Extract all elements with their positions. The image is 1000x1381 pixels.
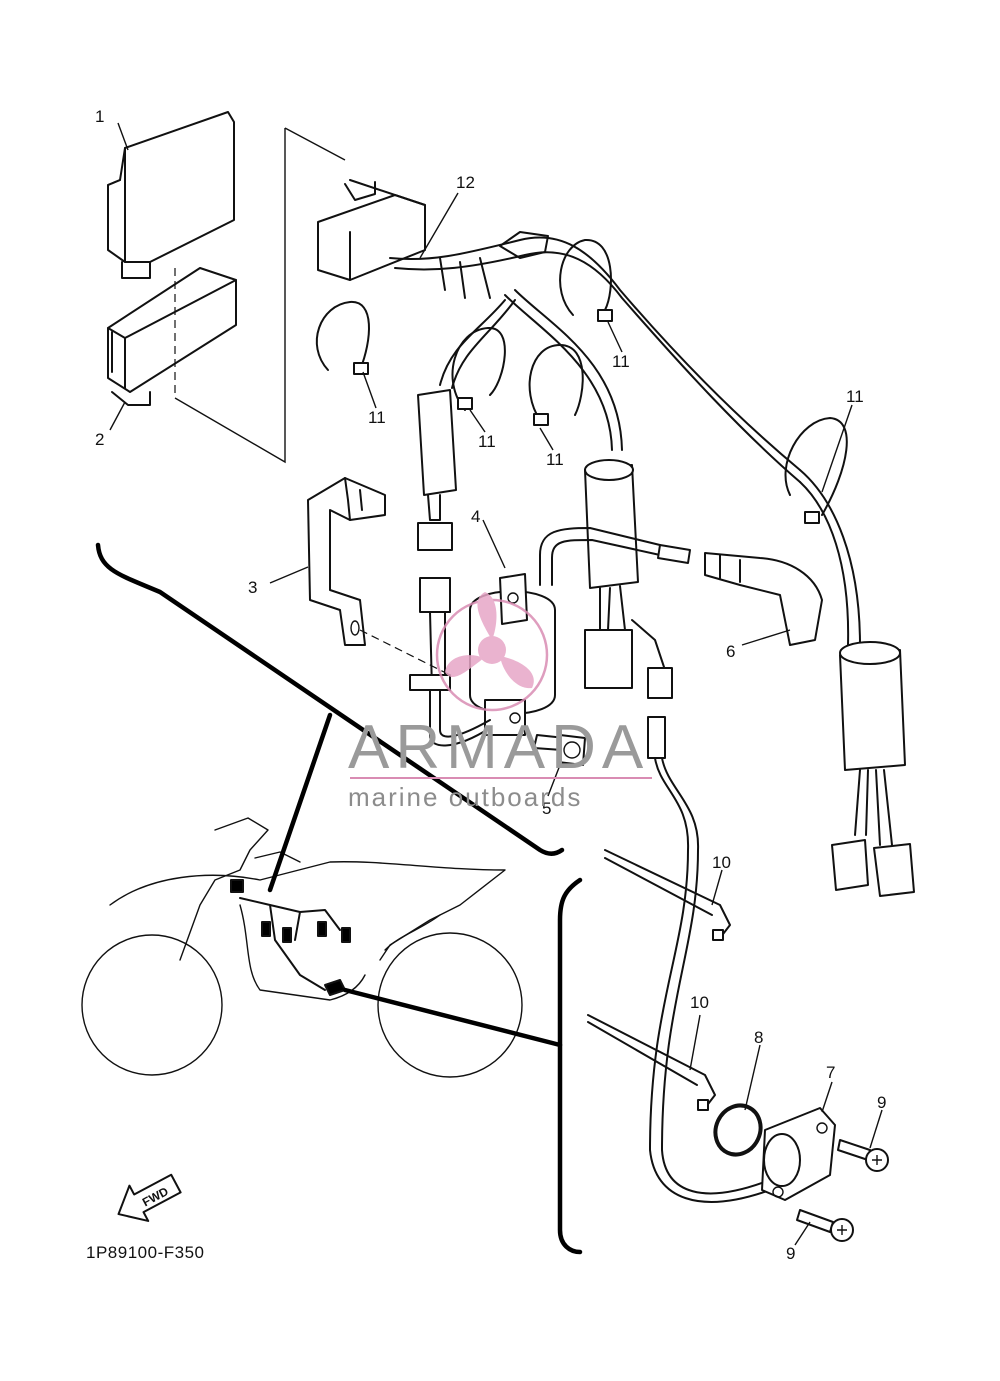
callout-8: 8 bbox=[754, 1028, 763, 1047]
callout-2: 2 bbox=[95, 430, 104, 449]
explode-line bbox=[174, 128, 286, 464]
leader-line bbox=[109, 401, 126, 431]
callout-11: 11 bbox=[368, 408, 386, 427]
callout-10: 10 bbox=[690, 993, 709, 1012]
armada-propeller-logo-icon bbox=[435, 592, 549, 712]
location-pointer bbox=[267, 712, 333, 893]
motorcycle-location-view bbox=[81, 817, 523, 1078]
part-7-neutral-switch[interactable] bbox=[761, 1107, 836, 1201]
callout-4: 4 bbox=[471, 507, 480, 526]
callout-7: 7 bbox=[826, 1063, 835, 1082]
callout-11: 11 bbox=[846, 387, 864, 406]
leader-lines bbox=[269, 192, 883, 1246]
part-9-screws[interactable] bbox=[796, 1139, 889, 1242]
callout-11: 11 bbox=[612, 352, 630, 371]
part-12-wire-harness[interactable] bbox=[317, 179, 915, 897]
location-pointer bbox=[95, 542, 565, 856]
callout-10: 10 bbox=[712, 853, 731, 872]
callout-11: 11 bbox=[546, 450, 564, 469]
part-1-cdi-unit[interactable] bbox=[107, 111, 235, 279]
callout-9: 9 bbox=[786, 1244, 795, 1263]
part-2-holder[interactable] bbox=[107, 267, 237, 406]
leader-line bbox=[117, 122, 129, 151]
diagram-code: 1P89100-F350 bbox=[86, 1243, 204, 1262]
fwd-arrow-icon: FWD bbox=[117, 1173, 182, 1222]
part-8-o-ring[interactable] bbox=[707, 1098, 768, 1162]
callout-5: 5 bbox=[542, 799, 551, 818]
part-5-bolt[interactable] bbox=[533, 734, 586, 766]
part-11-cable-ties[interactable] bbox=[315, 238, 848, 524]
callout-6: 6 bbox=[726, 642, 735, 661]
part-6-plug-cap[interactable] bbox=[657, 544, 823, 646]
part-10-cable-ties[interactable] bbox=[587, 849, 731, 1111]
callout-1: 1 bbox=[95, 107, 104, 126]
sensor-lead bbox=[647, 716, 771, 1203]
watermark-tagline: marine outboards bbox=[348, 782, 582, 812]
location-pointer bbox=[342, 987, 563, 1048]
explode-line bbox=[284, 127, 346, 161]
callout-11: 11 bbox=[478, 432, 496, 451]
location-pointer bbox=[557, 877, 583, 1255]
callout-12: 12 bbox=[456, 173, 475, 192]
callout-9: 9 bbox=[877, 1093, 886, 1112]
watermark-brand: ARMADA bbox=[348, 713, 649, 782]
part-3-bracket[interactable] bbox=[307, 477, 386, 646]
callout-3: 3 bbox=[248, 578, 257, 597]
explode-line bbox=[359, 629, 451, 676]
